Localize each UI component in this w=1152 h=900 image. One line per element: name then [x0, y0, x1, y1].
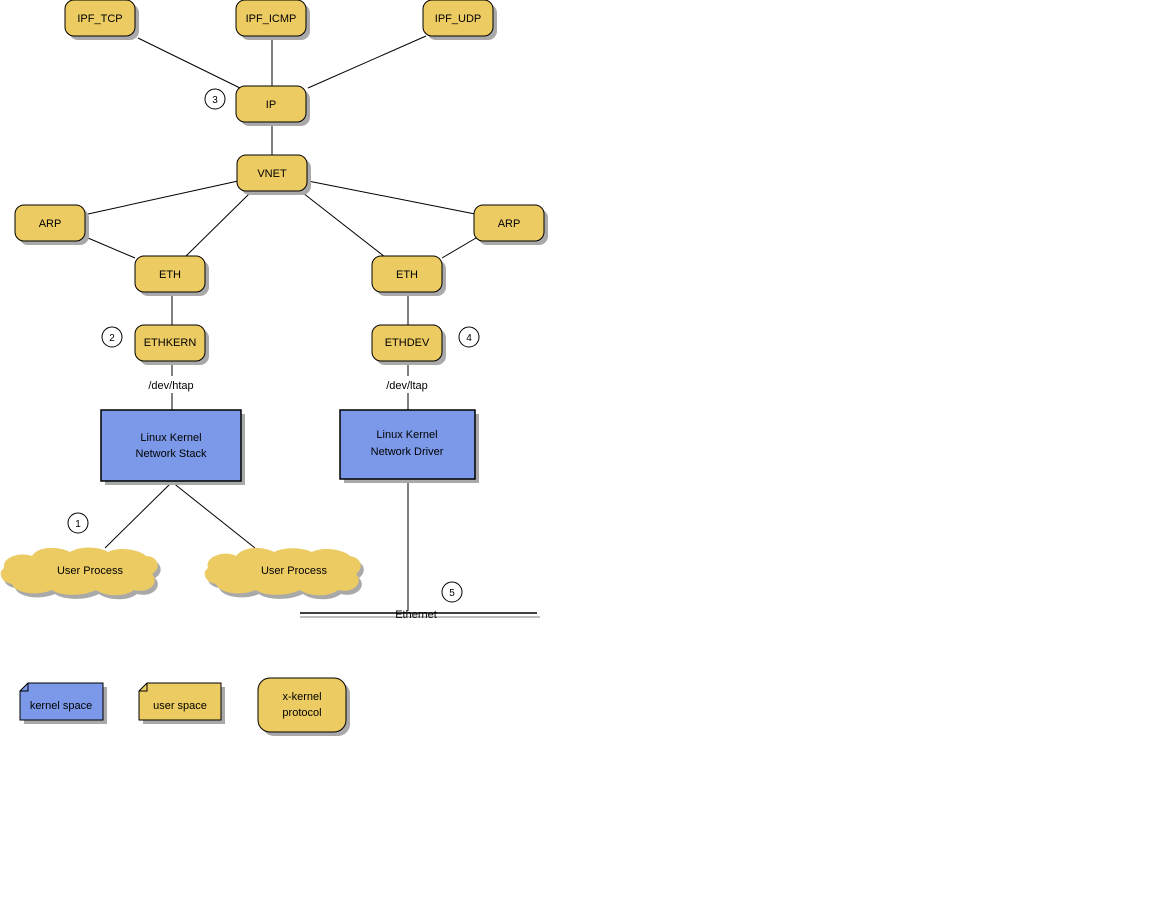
node-ipf-tcp: IPF_TCP: [64, 0, 139, 40]
node-eth-left: ETH: [134, 255, 209, 296]
node-ip-label: IP: [266, 99, 276, 111]
node-ipf-icmp-label: IPF_ICMP: [246, 13, 297, 25]
legend: kernel space user space x-kernel protoco…: [19, 677, 350, 736]
kernel-network-stack-line-1: Linux Kernel: [140, 432, 201, 444]
marker-5: 5: [441, 581, 463, 603]
user-process-right: User Process: [204, 547, 364, 600]
device-label-ltap: /dev/ltap: [386, 380, 428, 392]
legend-xkernel-protocol: x-kernel protocol: [257, 677, 350, 736]
edge-vnet-eth-left: [184, 192, 251, 258]
edge-arp-left-eth-left: [87, 237, 136, 259]
ethernet-bus: Ethernet: [300, 609, 540, 621]
node-ipf-icmp: IPF_ICMP: [235, 0, 310, 40]
marker-1-label: 1: [75, 519, 81, 530]
legend-user-space: user space: [138, 682, 225, 724]
marker-2: 2: [101, 326, 123, 348]
node-ipf-udp: IPF_UDP: [422, 0, 497, 40]
kernel-network-stack: Linux Kernel Network Stack: [100, 409, 245, 485]
edge-ipf-tcp-ip: [137, 37, 241, 89]
legend-xkernel-protocol-line-1: x-kernel: [282, 691, 321, 703]
edge-vnet-arp-left: [87, 180, 239, 215]
node-arp-left: ARP: [14, 204, 89, 245]
node-vnet: VNET: [236, 154, 311, 195]
kernel-network-stack-line-2: Network Stack: [136, 448, 207, 460]
marker-5-label: 5: [449, 588, 455, 599]
node-arp-right-label: ARP: [498, 218, 521, 230]
edge-kernel-stack-user-right: [171, 481, 256, 549]
node-eth-left-label: ETH: [159, 269, 181, 281]
marker-4: 4: [458, 326, 480, 348]
node-ethkern: ETHKERN: [134, 324, 209, 365]
kernel-network-driver-line-2: Network Driver: [371, 446, 444, 458]
edge-kernel-stack-user-left: [104, 481, 173, 549]
node-ethkern-label: ETHKERN: [144, 337, 197, 349]
user-process-left: User Process: [0, 547, 161, 600]
node-ipf-udp-label: IPF_UDP: [435, 13, 481, 25]
legend-xkernel-protocol-line-2: protocol: [282, 707, 321, 719]
marker-3-label: 3: [212, 95, 218, 106]
user-process-left-label: User Process: [57, 565, 124, 577]
node-arp-left-label: ARP: [39, 218, 62, 230]
kernel-network-driver-line-1: Linux Kernel: [376, 429, 437, 441]
marker-3: 3: [204, 88, 226, 110]
user-process-right-label: User Process: [261, 565, 328, 577]
node-ethdev: ETHDEV: [371, 324, 446, 365]
edges: [87, 35, 477, 611]
edge-ipf-udp-ip: [307, 35, 427, 89]
device-label-htap: /dev/htap: [148, 380, 193, 392]
marker-4-label: 4: [466, 333, 472, 344]
legend-kernel-space: kernel space: [19, 682, 107, 724]
legend-user-space-label: user space: [153, 700, 207, 712]
ethernet-label: Ethernet: [395, 609, 437, 621]
node-eth-right: ETH: [371, 255, 446, 296]
marker-1: 1: [67, 512, 89, 534]
node-vnet-label: VNET: [257, 168, 287, 180]
kernel-network-driver: Linux Kernel Network Driver: [339, 409, 479, 483]
node-eth-right-label: ETH: [396, 269, 418, 281]
edge-vnet-eth-right: [302, 192, 386, 258]
marker-2-label: 2: [109, 333, 115, 344]
node-ethdev-label: ETHDEV: [385, 337, 430, 349]
node-arp-right: ARP: [473, 204, 548, 245]
edge-vnet-arp-right: [307, 180, 476, 215]
legend-kernel-space-label: kernel space: [30, 700, 92, 712]
node-ipf-tcp-label: IPF_TCP: [77, 13, 122, 25]
node-ip: IP: [235, 85, 310, 126]
edge-arp-right-eth-right: [441, 237, 477, 259]
